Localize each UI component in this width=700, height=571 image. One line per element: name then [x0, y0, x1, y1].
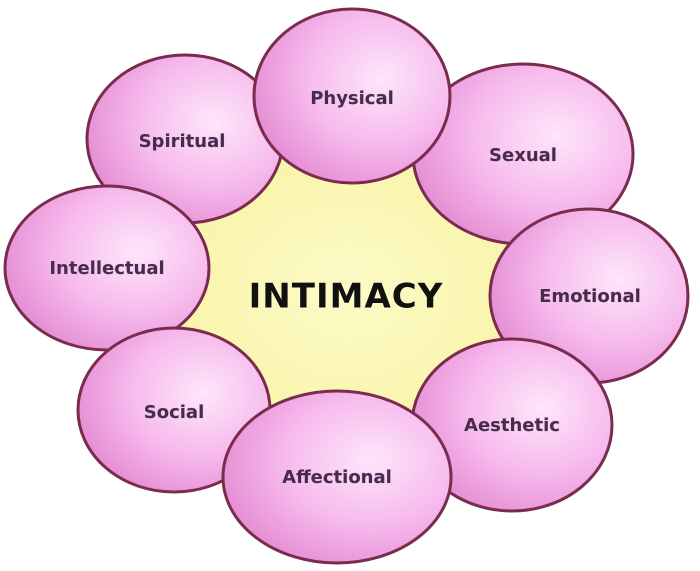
petals	[3, 7, 690, 565]
petal-label-emotional: Emotional	[539, 286, 641, 307]
center-label: INTIMACY	[249, 277, 444, 317]
petal-physical	[252, 7, 452, 185]
petal-label-intellectual: Intellectual	[49, 258, 164, 279]
petal-label-spiritual: Spiritual	[139, 131, 226, 152]
petal-label-physical: Physical	[310, 88, 394, 109]
petal-label-social: Social	[144, 402, 205, 423]
petal-label-aesthetic: Aesthetic	[464, 415, 560, 436]
petal-label-affectional: Affectional	[282, 467, 392, 488]
petal-label-sexual: Sexual	[489, 145, 557, 166]
petal-affectional	[221, 389, 453, 565]
